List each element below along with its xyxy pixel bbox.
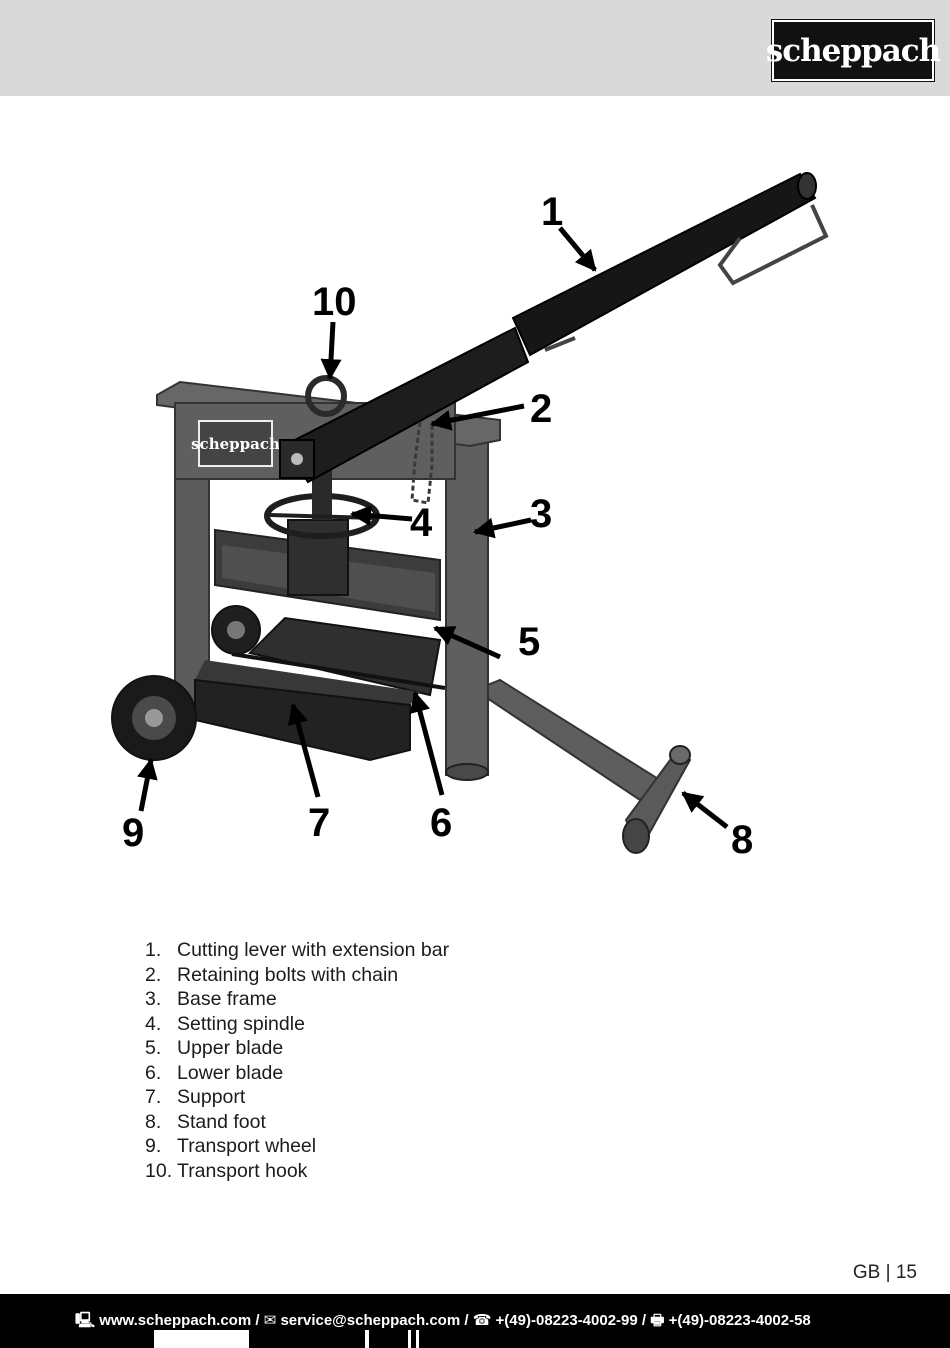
phone-icon: ☎ (472, 1312, 492, 1329)
product-illustration: scheppach (0, 150, 950, 890)
frame-logo: scheppach (191, 435, 280, 453)
footer-contacts: 🖳 www.scheppach.com / ✉ service@scheppac… (75, 1312, 811, 1329)
callout-10: 10 (312, 280, 357, 324)
footer-strip (154, 1330, 249, 1348)
list-item: 1.Cutting lever with extension bar (145, 939, 450, 961)
list-item: 2.Retaining bolts with chain (145, 963, 399, 986)
footer-strip (365, 1330, 369, 1348)
callout-3: 3 (530, 492, 552, 536)
callout-arrows (137, 226, 729, 829)
computer-icon: 🖳 (75, 1312, 96, 1329)
callout-7: 7 (308, 801, 330, 845)
stand-foot (472, 678, 692, 854)
list-item: 10.Transport hook (145, 1159, 308, 1182)
retaining-chain (410, 421, 434, 505)
list-item: 5.Upper blade (145, 1037, 284, 1059)
list-item: 7.Support (145, 1086, 246, 1108)
callout-6: 6 (430, 801, 452, 845)
footer-strip (408, 1330, 411, 1348)
brand-logo: scheppach (766, 20, 941, 81)
footer-bar: 🖳 www.scheppach.com / ✉ service@scheppac… (0, 1294, 950, 1348)
footer-strip (416, 1330, 419, 1348)
list-item: 3.Base frame (145, 988, 277, 1010)
list-item: 4.Setting spindle (145, 1012, 305, 1035)
list-item: 9.Transport wheel (145, 1135, 317, 1157)
callout-9: 9 (122, 811, 144, 855)
fax-icon: 🖶 (650, 1312, 665, 1329)
callout-1: 1 (541, 190, 563, 234)
callout-2: 2 (530, 387, 552, 431)
email-link[interactable]: service@scheppach.com (280, 1312, 461, 1329)
parts-list: 1.Cutting lever with extension bar 2.Ret… (145, 938, 449, 1183)
list-item: 8.Stand foot (145, 1110, 266, 1133)
callout-5: 5 (518, 620, 540, 664)
mail-icon: ✉ (263, 1312, 277, 1329)
callout-4: 4 (410, 501, 433, 545)
cutting-lever (279, 172, 829, 484)
website-link[interactable]: www.scheppach.com (99, 1312, 252, 1329)
list-item: 6.Lower blade (145, 1061, 284, 1084)
stone-cutter-drawing: scheppach (111, 172, 829, 862)
phone-number: +(49)-08223-4002-99 (495, 1312, 638, 1329)
callout-8: 8 (731, 818, 753, 862)
fax-number: +(49)-08223-4002-58 (668, 1312, 811, 1329)
page-number: GB | 15 (852, 1262, 917, 1283)
transport-wheels (111, 605, 261, 761)
